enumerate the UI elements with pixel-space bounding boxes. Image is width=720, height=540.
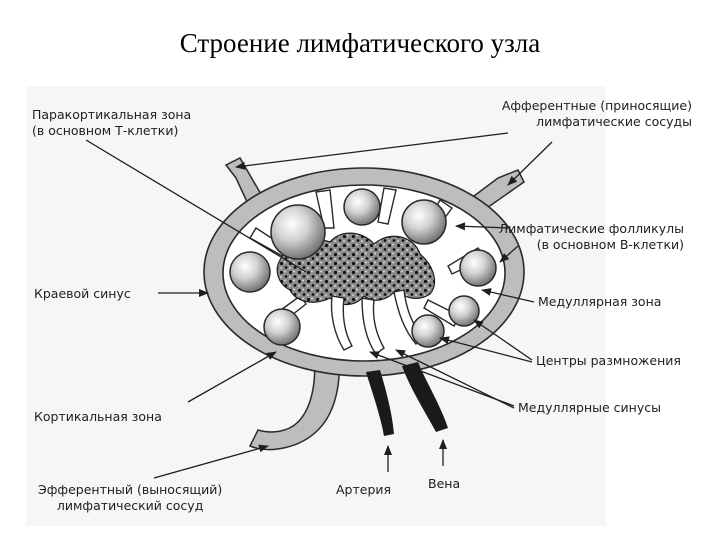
label-lymphatic-follicles: Лимфатические фолликулы (в основном В-кл… (498, 221, 684, 252)
slide-title: Строение лимфатического узла (179, 28, 541, 58)
lymphatic-follicles (229, 188, 497, 348)
label-medullary-sinuses: Медуллярные синусы (518, 400, 661, 415)
label-efferent-vessel: Эфферентный (выносящий) лимфатический со… (38, 482, 223, 513)
label-marginal-sinus: Краевой синус (34, 286, 131, 301)
leader-paracortical (85, 139, 307, 273)
leader-follicles-2 (499, 245, 519, 263)
leader-efferent (153, 444, 269, 479)
follicle (229, 251, 271, 293)
leader-afferent-left (235, 132, 509, 170)
leader-germinal-2 (439, 336, 533, 363)
label-afferent-vessels: Афферентные (приносящие) лимфатические с… (501, 98, 692, 129)
label-paracortical-zone: Паракортикальная зона (в основном Т-клет… (32, 107, 192, 138)
leader-medullary-sinus-2 (395, 349, 515, 409)
label-vein: Вена (428, 476, 461, 491)
label-artery: Артерия (336, 482, 392, 497)
artery-vessel (366, 370, 394, 436)
follicle (270, 204, 326, 260)
follicle (343, 188, 381, 226)
leader-follicles (455, 222, 511, 231)
follicle (459, 249, 497, 287)
follicle (263, 308, 301, 346)
leader-cortical-zone (187, 351, 277, 403)
leader-germinal-1 (473, 319, 533, 361)
label-germinal-centers: Центры размножения (536, 353, 681, 368)
leader-afferent-right (507, 141, 553, 186)
follicle (411, 314, 445, 348)
leader-medullary-zone (481, 288, 535, 303)
label-cortical-zone: Кортикальная зона (34, 409, 162, 424)
leader-medullary-sinus-1 (369, 351, 515, 407)
follicle (448, 295, 480, 327)
label-medullary-zone: Медуллярная зона (538, 294, 662, 309)
vein-vessel (402, 362, 448, 432)
leader-lines (85, 132, 553, 479)
follicle (401, 199, 447, 245)
afferent-vessel-left (224, 157, 264, 206)
